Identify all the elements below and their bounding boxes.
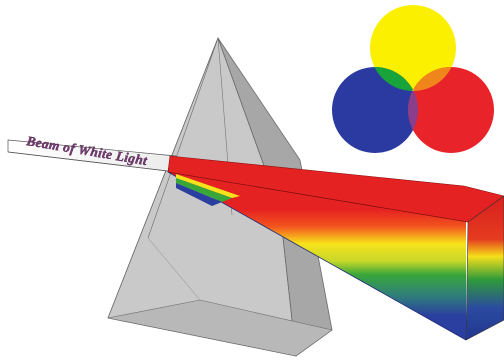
beam-label: Beam of White Light bbox=[25, 133, 150, 168]
color-venn bbox=[332, 5, 494, 153]
white-beam: Beam of White Light bbox=[8, 133, 176, 172]
